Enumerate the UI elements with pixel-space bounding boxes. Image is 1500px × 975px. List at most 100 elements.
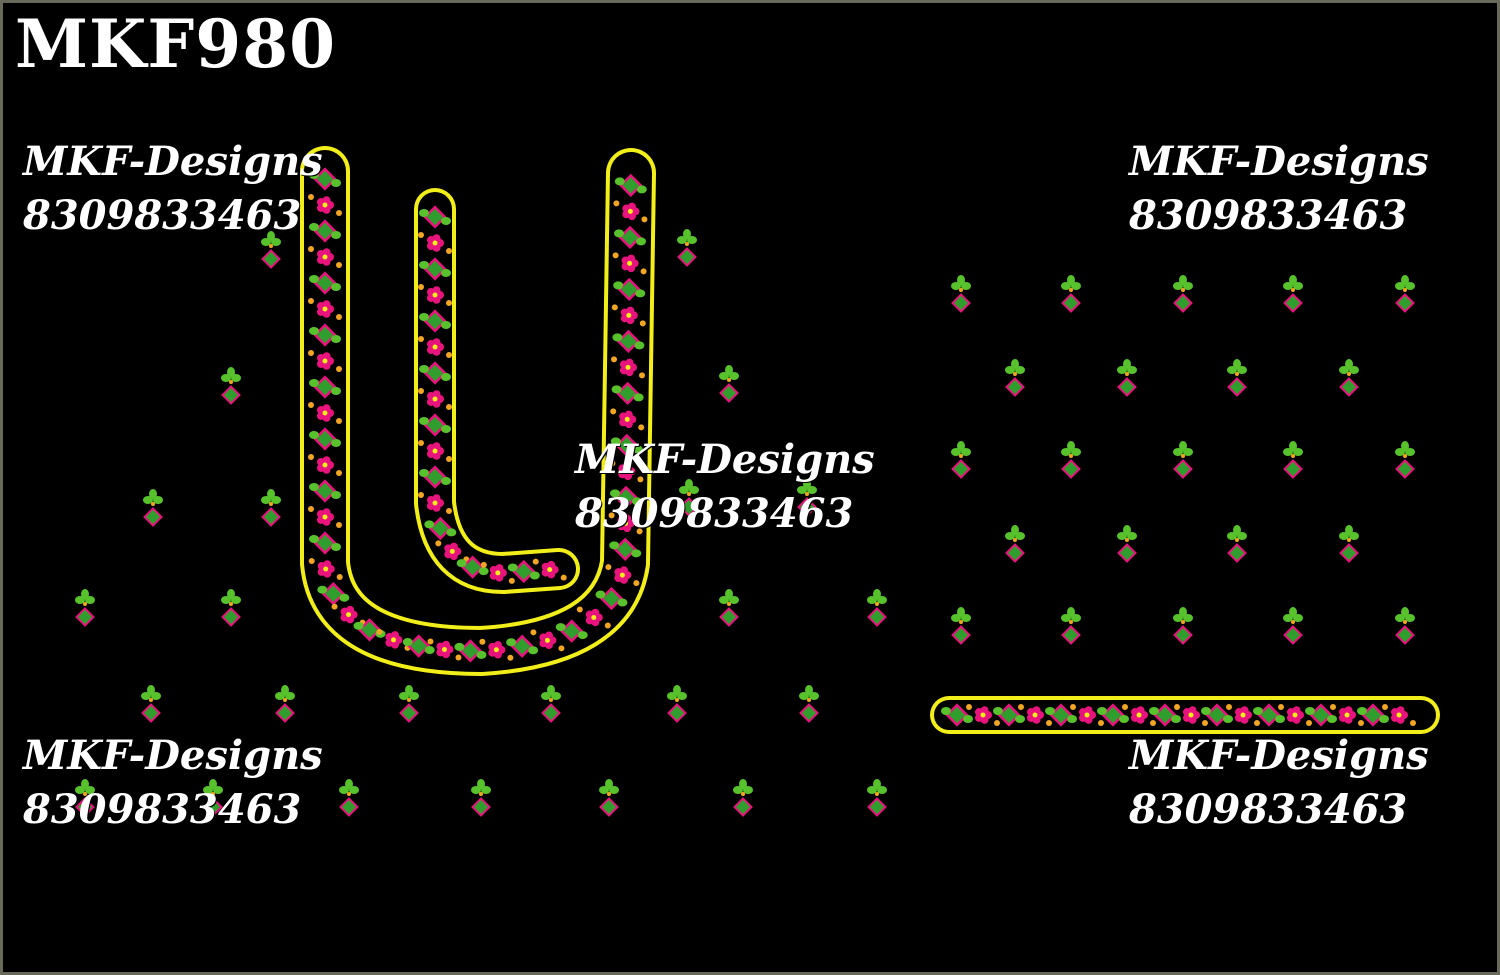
butta-motif <box>799 685 819 723</box>
butta-motif <box>339 779 359 817</box>
band-motif <box>614 225 647 250</box>
band-motif <box>614 173 647 198</box>
band-motif <box>308 557 343 580</box>
watermark-center: MKF-Designs 8309833463 <box>575 433 875 541</box>
band-motif <box>506 634 539 658</box>
butta-motif <box>677 229 697 267</box>
band-motif <box>424 516 457 541</box>
butta-motif <box>667 685 687 723</box>
band-motif <box>309 531 341 555</box>
band-motif <box>419 465 451 489</box>
butta-motif <box>1117 359 1137 397</box>
butta-motifs <box>75 229 1415 817</box>
band-motif <box>1253 703 1285 727</box>
band-motif <box>576 606 611 629</box>
sleeve-border-pattern <box>930 696 1440 734</box>
butta-motif <box>1395 441 1415 479</box>
band-motif <box>1226 704 1260 726</box>
band-motif <box>1045 703 1077 727</box>
watermark-phone: 8309833463 <box>575 490 854 537</box>
butta-motif <box>733 779 753 817</box>
band-motif <box>418 388 452 410</box>
band-motif <box>1149 703 1181 727</box>
band-motif <box>610 408 645 431</box>
band-motif <box>308 402 342 424</box>
butta-motif <box>1395 275 1415 313</box>
band-motif <box>331 603 366 626</box>
watermark-phone: 8309833463 <box>23 786 302 833</box>
band-motif <box>1382 704 1416 726</box>
butta-motif <box>203 779 223 817</box>
band-motif <box>530 629 565 652</box>
band-motif <box>1018 704 1052 726</box>
watermark-brand: MKF-Designs <box>23 138 323 185</box>
band-motif <box>454 639 487 663</box>
band-motif <box>1201 703 1233 727</box>
band-motif <box>612 329 645 354</box>
band-motif <box>1357 703 1389 727</box>
band-motif <box>419 413 451 437</box>
butta-motif <box>75 779 95 817</box>
band-motif <box>555 619 588 643</box>
butta-motif <box>1061 275 1081 313</box>
watermark-brand: MKF-Designs <box>1129 732 1429 779</box>
band-motif <box>309 271 341 295</box>
band-motif <box>479 638 514 661</box>
band-motif <box>309 219 341 243</box>
butta-motif <box>1005 525 1025 563</box>
butta-motif <box>951 275 971 313</box>
butta-motif <box>221 589 241 627</box>
butta-motif <box>1283 441 1303 479</box>
band-motif <box>427 638 462 661</box>
butta-motif <box>541 685 561 723</box>
watermark-bottom-right: MKF-Designs 8309833463 <box>1129 729 1429 837</box>
butta-motif <box>797 479 817 517</box>
band-motif <box>613 277 646 302</box>
band-motif <box>419 205 451 229</box>
band-motif <box>966 704 1000 726</box>
band-motif <box>1278 704 1312 726</box>
band-motif <box>419 257 451 281</box>
watermark-phone: 8309833463 <box>1129 192 1408 239</box>
butta-motif <box>1005 359 1025 397</box>
watermark-brand: MKF-Designs <box>23 732 323 779</box>
butta-motif <box>1283 275 1303 313</box>
band-motif <box>610 485 643 510</box>
butta-motif <box>719 365 739 403</box>
butta-motif <box>951 441 971 479</box>
band-motif <box>419 309 451 333</box>
watermark-brand: MKF-Designs <box>1129 138 1429 185</box>
butta-motif <box>399 685 419 723</box>
neckline-pattern <box>300 146 656 676</box>
band-motif <box>419 361 451 385</box>
band-motif <box>1174 704 1208 726</box>
butta-motif <box>221 367 241 405</box>
butta-motif <box>143 489 163 527</box>
band-motif <box>1097 703 1129 727</box>
band-motif <box>309 479 341 503</box>
butta-motif <box>599 779 619 817</box>
butta-motif <box>471 779 491 817</box>
band-motif <box>317 582 350 606</box>
band-motif <box>611 381 644 406</box>
band-motif <box>308 454 342 476</box>
band-motif <box>376 628 411 651</box>
butta-motif <box>261 231 281 269</box>
band-motif <box>480 561 515 584</box>
band-motif <box>309 323 341 347</box>
butta-motif <box>679 479 699 517</box>
band-motif <box>1330 704 1364 726</box>
band-motif <box>941 703 973 727</box>
butta-motif <box>1339 359 1359 397</box>
band-motif <box>595 586 628 611</box>
band-motif <box>308 246 342 268</box>
band-motif <box>605 564 640 587</box>
butta-motif <box>1173 275 1193 313</box>
band-motif <box>613 200 648 223</box>
band-motif <box>308 350 342 372</box>
butta-motif <box>1061 441 1081 479</box>
band-motif <box>609 460 644 483</box>
watermark-phone: 8309833463 <box>1129 786 1408 833</box>
band-motif <box>1070 704 1104 726</box>
